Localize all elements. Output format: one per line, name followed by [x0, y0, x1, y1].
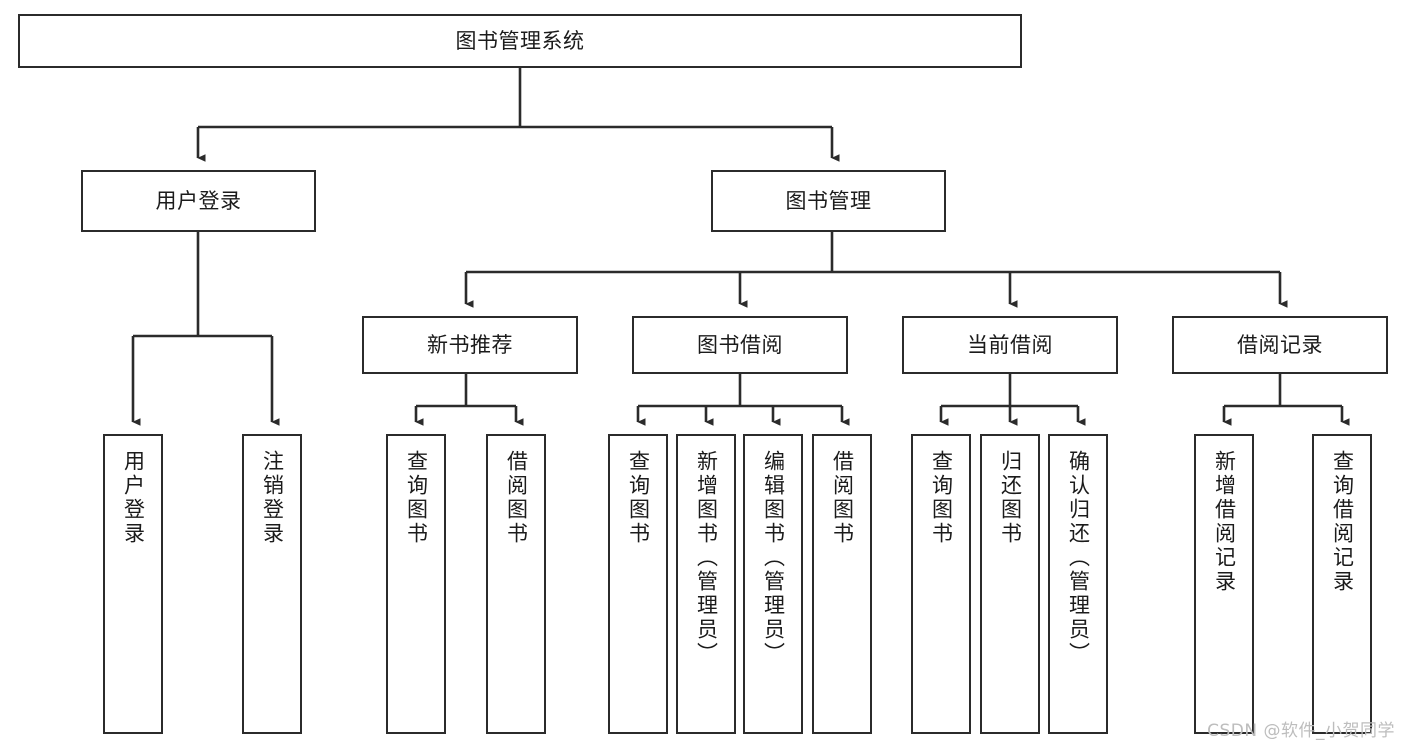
node-root-system[interactable]: 图书管理系统: [18, 14, 1022, 68]
watermark-text: CSDN @软件_小贺同学: [1207, 721, 1395, 741]
node-leaf-borrow-book[interactable]: 借阅图书: [812, 434, 872, 734]
node-label: 查询图书: [404, 450, 429, 546]
node-leaf-query-book-recommend[interactable]: 查询图书: [386, 434, 446, 734]
node-label: 图书管理系统: [455, 28, 585, 53]
node-current-borrow[interactable]: 当前借阅: [902, 316, 1118, 374]
node-label: 新增图书（管理员）: [694, 450, 719, 666]
node-new-book-recommend[interactable]: 新书推荐: [362, 316, 578, 374]
node-label: 确认归还（管理员）: [1066, 450, 1091, 666]
node-label: 用户登录: [155, 188, 242, 213]
node-label: 用户登录: [121, 450, 146, 546]
node-user-login[interactable]: 用户登录: [81, 170, 316, 232]
node-leaf-confirm-return[interactable]: 确认归还（管理员）: [1048, 434, 1108, 734]
node-label: 新增借阅记录: [1212, 450, 1237, 594]
node-label: 借阅图书: [504, 450, 529, 546]
node-label: 查询借阅记录: [1330, 450, 1355, 594]
node-leaf-add-book[interactable]: 新增图书（管理员）: [676, 434, 736, 734]
node-leaf-return-book[interactable]: 归还图书: [980, 434, 1040, 734]
node-leaf-user-login[interactable]: 用户登录: [103, 434, 163, 734]
node-label: 归还图书: [998, 450, 1023, 546]
node-label: 查询图书: [626, 450, 651, 546]
node-leaf-edit-book[interactable]: 编辑图书（管理员）: [743, 434, 803, 734]
node-borrow-record[interactable]: 借阅记录: [1172, 316, 1388, 374]
node-label: 查询图书: [929, 450, 954, 546]
node-leaf-borrow-book-recommend[interactable]: 借阅图书: [486, 434, 546, 734]
node-book-management[interactable]: 图书管理: [711, 170, 946, 232]
node-leaf-query-book-borrow[interactable]: 查询图书: [608, 434, 668, 734]
node-label: 编辑图书（管理员）: [761, 450, 786, 666]
node-label: 图书管理: [785, 188, 872, 213]
node-label: 图书借阅: [697, 332, 783, 357]
node-label: 借阅图书: [830, 450, 855, 546]
node-leaf-query-book-current[interactable]: 查询图书: [911, 434, 971, 734]
node-label: 当前借阅: [967, 332, 1053, 357]
node-label: 新书推荐: [427, 332, 513, 357]
node-label: 注销登录: [260, 450, 285, 546]
node-leaf-logout-login[interactable]: 注销登录: [242, 434, 302, 734]
node-book-borrow[interactable]: 图书借阅: [632, 316, 848, 374]
node-leaf-add-borrow-record[interactable]: 新增借阅记录: [1194, 434, 1254, 734]
node-label: 借阅记录: [1237, 332, 1323, 357]
node-leaf-query-borrow-record[interactable]: 查询借阅记录: [1312, 434, 1372, 734]
